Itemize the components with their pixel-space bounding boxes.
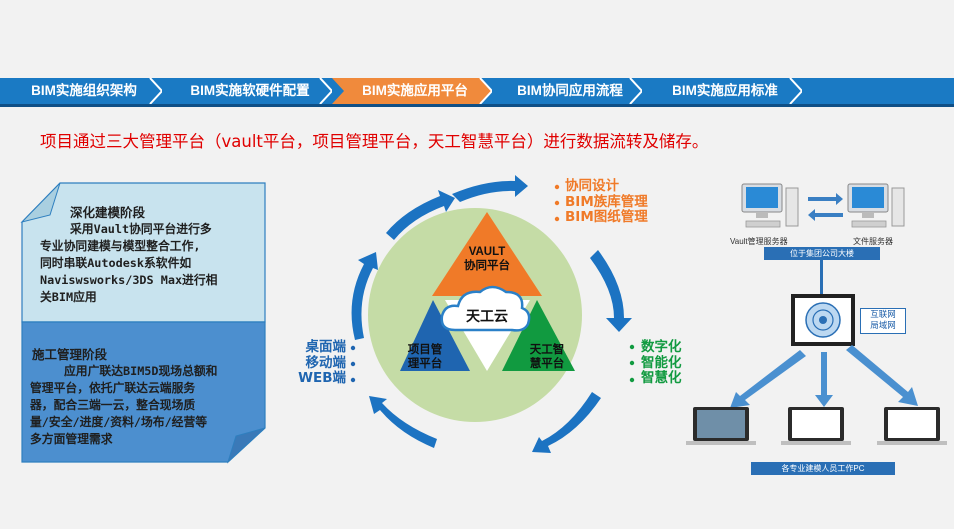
- vault-server-label: Vault管理服务器: [730, 236, 788, 247]
- project-platform-label: 项目管 理平台: [405, 343, 445, 371]
- note-construction-line: 管理平台，依托广联达云端服务: [30, 380, 262, 397]
- note-modeling-line: 同时串联Autodesk系软件如: [40, 255, 262, 272]
- tab-application-platform[interactable]: BIM实施应用平台: [332, 78, 492, 104]
- tab-organization[interactable]: BIM实施组织架构: [0, 78, 162, 104]
- page-headline: 项目通过三大管理平台（vault平台，项目管理平台，天工智慧平台）进行数据流转及…: [40, 128, 920, 152]
- note-construction-line: 应用广联达BIM5D现场总额和: [30, 363, 262, 380]
- note-construction-line: 量/安全/进度/资料/场布/经营等: [30, 414, 262, 431]
- network-label-lan: 局域网: [861, 320, 905, 331]
- orange-feature-list: 协同设计 BIM族库管理 BIM图纸管理: [565, 179, 648, 226]
- list-item: 智慧化: [641, 371, 682, 387]
- project-label-line-1: 项目管: [405, 343, 445, 357]
- vault-label-line-2: 协同平台: [455, 259, 519, 273]
- tiangong-platform-label: 天工智 慧平台: [524, 343, 570, 371]
- note-construction-line: 器，配合三端一云，整合现场质: [30, 397, 262, 414]
- note-construction-line: 多方面管理需求: [30, 431, 262, 448]
- vault-platform-label: VAULT 协同平台: [455, 245, 519, 273]
- note-modeling-line: 专业协同建模与模型整合工作,: [40, 238, 262, 255]
- network-type-box: 互联网 局域网: [860, 308, 906, 334]
- laptop-1-icon: [686, 407, 756, 445]
- project-label-line-2: 理平台: [405, 357, 445, 371]
- vault-label-line-1: VAULT: [455, 245, 519, 259]
- laptop-2-icon: [781, 407, 851, 445]
- list-item: BIM族库管理: [565, 195, 648, 211]
- note-modeling-title: 深化建模阶段: [40, 202, 262, 221]
- file-server-computer-icon: [848, 184, 904, 227]
- nav-rail-shadow: [0, 104, 954, 107]
- tiangong-label-line-1: 天工智: [524, 343, 570, 357]
- list-item: 移动端: [278, 356, 346, 372]
- orange-bullets: [555, 185, 559, 221]
- note-modeling-line: 采用Vault协同平台进行多: [40, 221, 262, 238]
- distribution-arrows: [730, 345, 918, 408]
- tab-hardware-software[interactable]: BIM实施软硬件配置: [162, 78, 332, 104]
- tiangong-label-line-2: 慧平台: [524, 357, 570, 371]
- tab-application-standard[interactable]: BIM实施应用标准: [642, 78, 802, 104]
- green-feature-list: 数字化 智能化 智慧化: [641, 340, 682, 387]
- blue-terminal-list: 桌面端 移动端 WEB端: [278, 340, 346, 387]
- laptop-3-icon: [877, 407, 947, 445]
- nav-tab-bar: BIM实施组织架构 BIM实施软硬件配置 BIM实施应用平台 BIM协同应用流程…: [0, 78, 954, 106]
- green-bullets: [630, 345, 634, 382]
- list-item: 协同设计: [565, 179, 648, 195]
- internet-hub-icon: [793, 296, 853, 344]
- vault-server-computer-icon: [742, 184, 798, 227]
- blue-bullets: [351, 346, 355, 382]
- hq-label-box: 位于集团公司大楼: [764, 247, 880, 260]
- note-construction: 施工管理阶段 应用广联达BIM5D现场总额和 管理平台，依托广联达云端服务 器，…: [30, 344, 262, 448]
- connector-line: [820, 260, 823, 296]
- note-construction-title: 施工管理阶段: [30, 344, 262, 363]
- tab-collaboration-flow[interactable]: BIM协同应用流程: [492, 78, 642, 104]
- top-blank-area: [0, 0, 954, 70]
- list-item: BIM图纸管理: [565, 210, 648, 226]
- note-modeling-line: 关BIM应用: [40, 289, 262, 306]
- list-item: 智能化: [641, 356, 682, 372]
- note-modeling-line: Naviswsworks/3DS Max进行相: [40, 272, 262, 289]
- list-item: 数字化: [641, 340, 682, 356]
- file-server-label: 文件服务器: [853, 236, 893, 247]
- server-sync-arrows-icon: [808, 193, 843, 221]
- note-modeling: 深化建模阶段 采用Vault协同平台进行多 专业协同建模与模型整合工作, 同时串…: [40, 202, 262, 306]
- pc-label-box: 各专业建模人员工作PC: [751, 462, 895, 475]
- list-item: 桌面端: [278, 340, 346, 356]
- network-label-internet: 互联网: [861, 309, 905, 320]
- cloud-label: 天工云: [456, 306, 518, 326]
- list-item: WEB端: [278, 371, 346, 387]
